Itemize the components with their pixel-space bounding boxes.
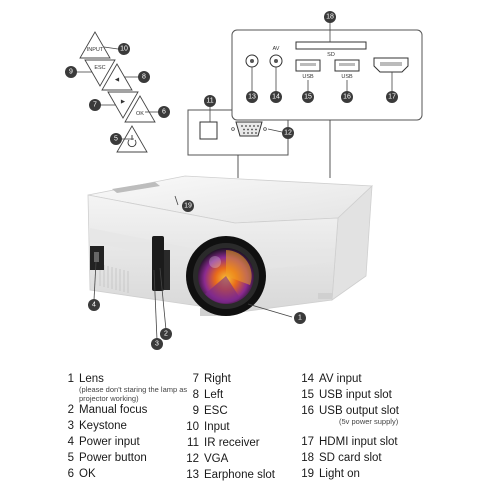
svg-text:6: 6: [162, 109, 166, 116]
vga-port: [231, 121, 267, 137]
svg-text:7: 7: [93, 102, 97, 109]
callout-1: 1: [294, 312, 306, 324]
sd-label: SD: [327, 52, 335, 58]
power-icon: [127, 135, 137, 148]
callout-4: 4: [88, 299, 100, 311]
svg-text:1: 1: [298, 315, 302, 322]
callout-10: 10: [118, 43, 130, 55]
callout-19: 19: [182, 200, 194, 212]
hdmi-port: [373, 57, 409, 73]
svg-text:16: 16: [343, 94, 351, 101]
ir-receiver-window: [199, 121, 218, 140]
callout-3: 3: [151, 338, 163, 350]
svg-text:17: 17: [388, 94, 396, 101]
esc-button-shape: [84, 59, 116, 87]
esc-label: ESC: [94, 65, 105, 71]
usb-label-2: USB: [341, 74, 353, 80]
projector-lens: [186, 236, 266, 316]
input-label: INPUT: [87, 47, 104, 53]
svg-text:11: 11: [206, 98, 213, 105]
callout-13: 13: [246, 91, 258, 103]
earphone-jack: [245, 54, 259, 68]
callout-5: 5: [110, 133, 122, 145]
callout-11: 11: [204, 95, 216, 107]
svg-text:2: 2: [164, 331, 168, 338]
svg-text:9: 9: [69, 69, 73, 76]
left-arrow-icon: ◀: [115, 77, 120, 83]
svg-text:13: 13: [248, 94, 256, 101]
svg-text:8: 8: [142, 74, 146, 81]
callout-7: 7: [89, 99, 101, 111]
svg-text:14: 14: [272, 94, 280, 101]
callout-9: 9: [65, 66, 77, 78]
svg-text:4: 4: [92, 302, 96, 309]
usb-label-1: USB: [302, 74, 314, 80]
callout-15: 15: [302, 91, 314, 103]
ok-label: OK: [136, 111, 144, 117]
svg-text:3: 3: [155, 341, 159, 348]
ok-button-shape: [124, 95, 156, 123]
callout-2: 2: [160, 328, 172, 340]
focus-dial: [152, 236, 164, 291]
callout-6: 6: [158, 106, 170, 118]
callout-17: 17: [386, 91, 398, 103]
svg-text:5: 5: [114, 136, 118, 143]
legend-note-1: (please don't staring the lamp as projec…: [79, 385, 188, 403]
av-jack: [269, 54, 283, 68]
svg-text:12: 12: [284, 130, 292, 137]
input-button-shape: [79, 31, 111, 59]
svg-text:15: 15: [304, 94, 312, 101]
callout-12: 12: [282, 127, 294, 139]
callout-markers: 1 2 3 4 5 6 7 8 9 10 11 12 13 14 15 16 1…: [65, 11, 398, 350]
right-arrow-icon: ▶: [121, 99, 126, 105]
svg-text:10: 10: [120, 46, 128, 53]
rear-ports-panel: SD AV USB USB: [231, 29, 423, 121]
av-label: AV: [273, 46, 280, 52]
callout-14: 14: [270, 91, 282, 103]
keystone-dial: [164, 250, 170, 290]
sd-slot: [295, 41, 367, 50]
svg-text:18: 18: [326, 14, 334, 21]
callout-16: 16: [341, 91, 353, 103]
callout-8: 8: [138, 71, 150, 83]
callout-18: 18: [324, 11, 336, 23]
legend-note-16: (5v power supply): [339, 417, 399, 426]
svg-text:19: 19: [184, 203, 192, 210]
